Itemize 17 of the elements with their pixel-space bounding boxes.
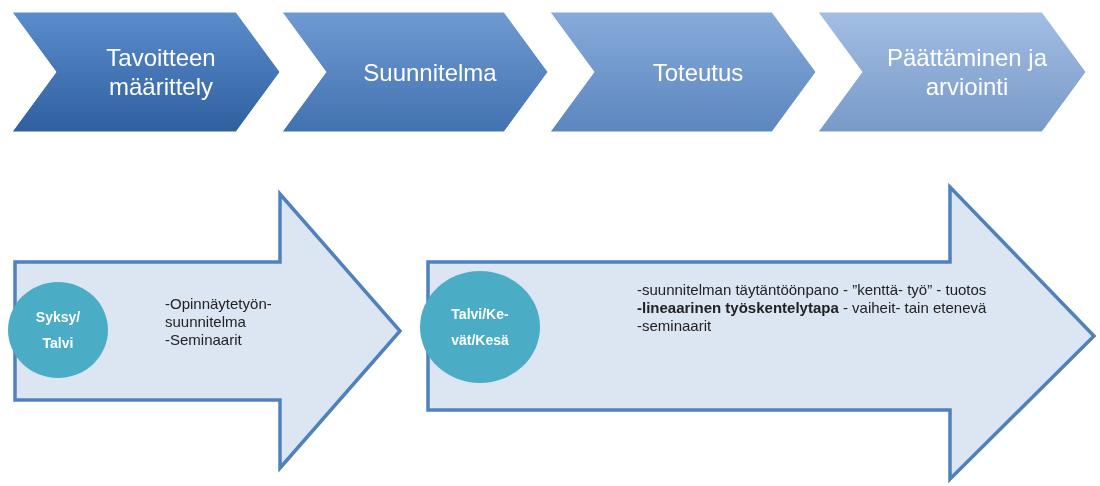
step-label: Tavoitteen määrittely xyxy=(105,43,217,102)
chevron-step xyxy=(282,12,548,132)
task-text: -lineaarinen työskentelytapa - vaiheit- tain etenevä xyxy=(637,299,988,317)
task-text: -suunnitelman täytäntöönpano - ”kenttä- työ” - tuotos xyxy=(637,281,988,299)
step-label: Toteutus xyxy=(651,57,745,88)
season-label: Talvi/Ke- vät/Kesä xyxy=(450,305,510,350)
task-text: -Seminaarit xyxy=(165,331,243,349)
chevron-step xyxy=(12,12,280,132)
task-text: -Opinnäytetyön- suunnitelma xyxy=(165,295,273,331)
block-arrow xyxy=(8,190,404,472)
step-label: Päättäminen ja arviointi xyxy=(885,43,1049,102)
block-arrow xyxy=(420,183,1098,483)
season-label: Syksy/ Talvi xyxy=(34,308,82,353)
task-text: -seminaarit xyxy=(637,317,713,335)
step-label: Suunnitelma xyxy=(362,57,498,88)
chevron-step xyxy=(818,12,1086,132)
chevron-step xyxy=(550,12,816,132)
